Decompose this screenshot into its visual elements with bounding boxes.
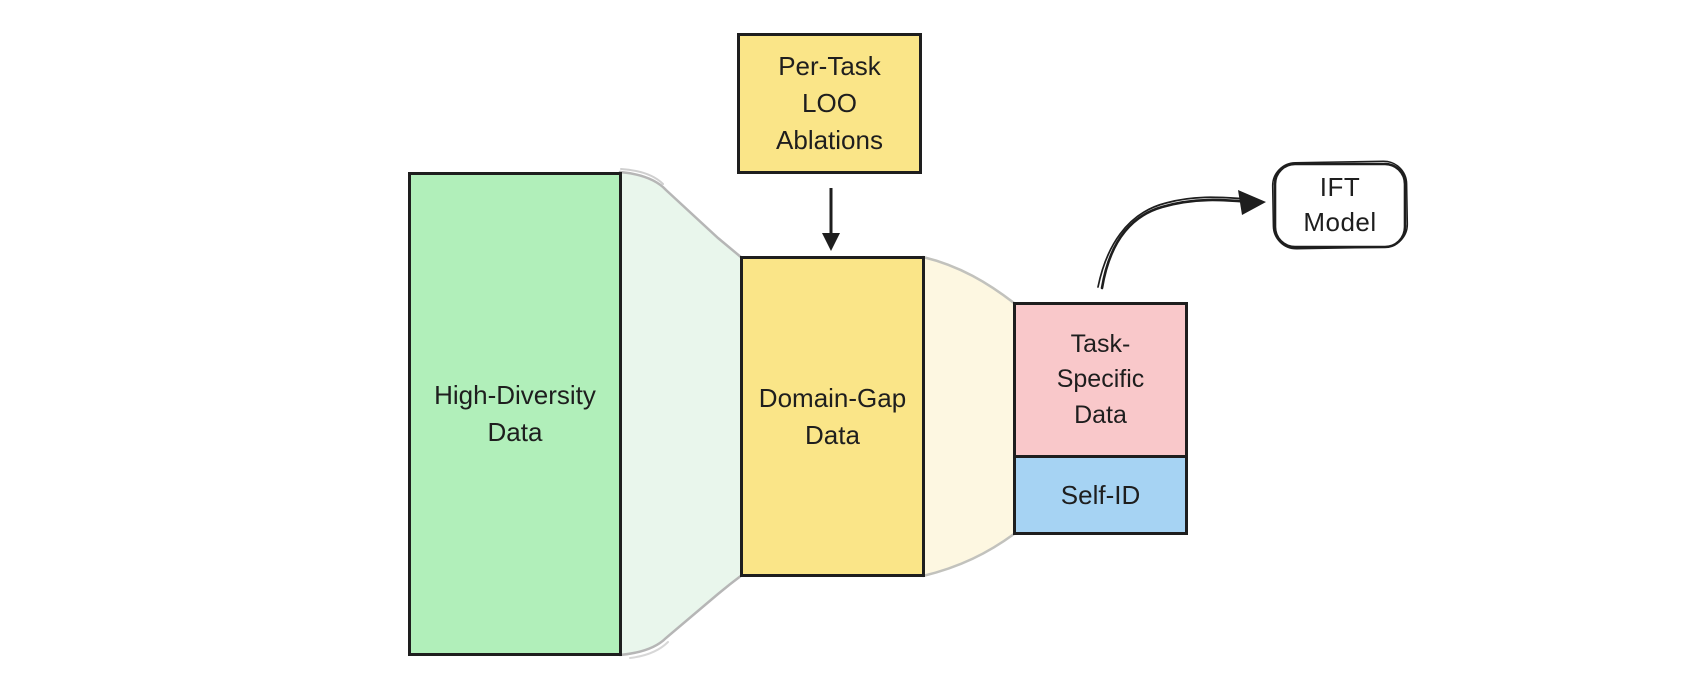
node-domain-gap-data: Domain-Gap Data bbox=[740, 256, 925, 577]
node-high-diversity-data: High-Diversity Data bbox=[408, 172, 622, 656]
node-ift-model: IFT Model bbox=[1272, 161, 1408, 249]
funnel-yellow bbox=[921, 255, 1016, 578]
node-per-task-loo-ablations: Per-Task LOO Ablations bbox=[737, 33, 922, 174]
node-per-task-loo-ablations-label: Per-Task LOO Ablations bbox=[776, 51, 883, 155]
down-arrow bbox=[822, 188, 840, 251]
ift-model-box bbox=[1271, 160, 1409, 250]
node-self-id-label: Self-ID bbox=[1060, 479, 1141, 510]
node-task-specific-data: Task- Specific Data bbox=[1013, 302, 1188, 458]
node-task-specific-data-label: Task- Specific Data bbox=[1056, 329, 1145, 429]
node-ift-model-label: IFT Model bbox=[1303, 171, 1377, 237]
node-self-id: Self-ID bbox=[1013, 458, 1188, 535]
funnel-green bbox=[618, 168, 744, 659]
curved-arrow bbox=[1097, 190, 1266, 290]
node-high-diversity-data-label: High-Diversity Data bbox=[434, 380, 596, 447]
node-domain-gap-data-label: Domain-Gap Data bbox=[758, 382, 907, 450]
